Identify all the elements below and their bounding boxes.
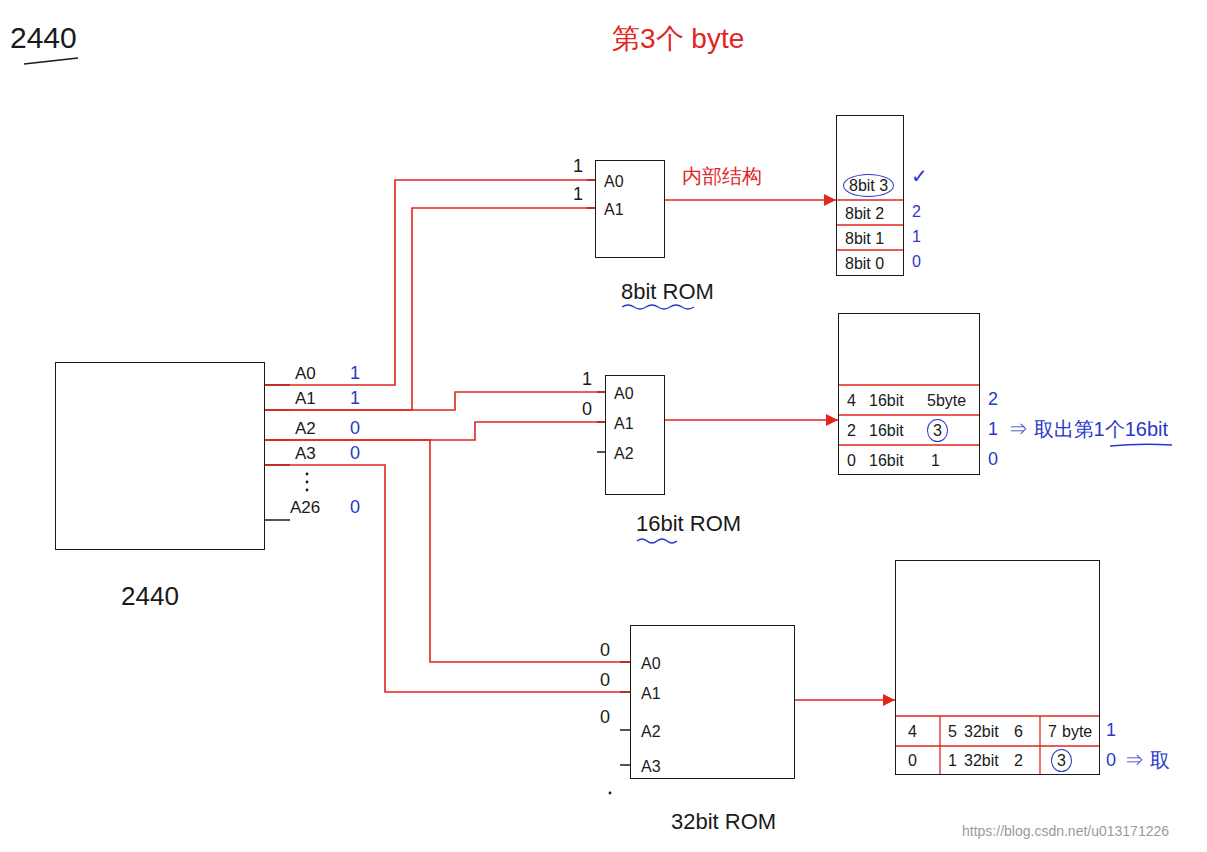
flow-arrow (665, 419, 838, 421)
memory-table: 4 5 32bit 6 7 byte 0 1 32bit 2 3 (895, 560, 1100, 775)
sketch-title: 2440 (10, 20, 77, 56)
cell-text: 8bit 0 (845, 254, 884, 273)
row-index: 2 (912, 202, 921, 221)
cell-text: 1 (931, 451, 940, 470)
pin-value: 0 (600, 670, 610, 692)
pin-name: A0 (641, 654, 661, 673)
table-rules (836, 200, 1100, 775)
row-index: 1 (1106, 720, 1116, 742)
cell-text: 32bit (964, 751, 999, 770)
pin-name: A2 (614, 444, 634, 463)
cell-text: 2 (1014, 751, 1023, 770)
cell-text: 5byte (927, 391, 966, 410)
cell-text: 8bit 1 (845, 229, 884, 248)
pin-value: 0 (350, 443, 360, 465)
cell-text: 1 (948, 751, 957, 770)
row-index: 2 (988, 389, 998, 411)
annotation: ⇒ 取出第1个16bit (1008, 417, 1168, 441)
flow-arrow (665, 199, 836, 201)
pin-value: 0 (600, 640, 610, 662)
cell-text: 6 (1014, 722, 1023, 741)
row-index: 1 (912, 227, 921, 246)
pin-name: A26 (290, 498, 320, 518)
rom-chip: 8bit ROMA0A1 (595, 160, 665, 258)
cell-text: 16bit (869, 421, 904, 440)
row-index: 0 (1106, 750, 1116, 772)
pin-name: A0 (295, 364, 316, 384)
address-wire (265, 422, 605, 440)
pin-name: A1 (604, 200, 624, 219)
rom-chip: 16bit ROMA0A1A2 (605, 375, 665, 495)
pin-stubs (265, 180, 630, 765)
chip-name: 16bit ROM (636, 511, 741, 537)
memory-table: 4 16bit 5byte 2 16bit 3 0 16bit 1 (838, 313, 980, 475)
row-index: 0 (988, 449, 998, 471)
blue-underlines (622, 305, 1172, 543)
pin-value: 0 (582, 399, 592, 421)
edge-label: 内部结构 (682, 164, 762, 188)
pin-name: A0 (604, 172, 624, 191)
cell-text: 16bit (869, 451, 904, 470)
cell-text: 4 (908, 722, 917, 741)
pin-value: 1 (350, 388, 360, 410)
cell-text: 0 (847, 451, 856, 470)
pin-name: A3 (295, 444, 316, 464)
cell-text: 7 (1048, 722, 1057, 741)
address-wire (265, 465, 630, 692)
cpu-chip: 2440 (55, 362, 265, 550)
check-mark: ✓ (911, 164, 928, 188)
address-wire (265, 180, 595, 385)
chip-name: 2440 (121, 581, 179, 612)
rom-chip: 32bit ROMA0A1A2A3 (630, 625, 795, 779)
pin-name: A1 (614, 414, 634, 433)
row-index: 1 (988, 419, 998, 441)
pin-value: 0 (600, 707, 610, 729)
chip-name: 8bit ROM (621, 279, 714, 305)
pin-value: 0 (350, 497, 360, 519)
cell-text: 3 (927, 419, 948, 442)
pin-name: A1 (295, 389, 316, 409)
cell-text: 32bit (964, 722, 999, 741)
memory-table: 8bit 3 8bit 2 8bit 1 8bit 0 (836, 115, 904, 276)
pin-value: 0 (350, 418, 360, 440)
address-wire (265, 392, 605, 410)
cell-text: 8bit 2 (845, 204, 884, 223)
pin-ellipsis (306, 473, 612, 795)
pin-value: 1 (582, 369, 592, 391)
pin-name: A0 (614, 384, 634, 403)
pin-name: A1 (641, 684, 661, 703)
pin-value: 1 (573, 156, 583, 178)
cell-text: byte (1062, 722, 1092, 741)
watermark: https://blog.csdn.net/u013171226 (962, 823, 1169, 840)
cell-text: 3 (1051, 749, 1072, 772)
address-wire (265, 208, 595, 410)
pin-name: A2 (295, 419, 316, 439)
pin-value: 1 (573, 184, 583, 206)
cell-text: 5 (948, 722, 957, 741)
annotation: ⇒ 取 (1124, 748, 1170, 772)
cell-text: 8bit 3 (843, 174, 894, 197)
row-index: 0 (912, 252, 921, 271)
cell-text: 0 (908, 751, 917, 770)
annotation: 第3个 byte (612, 22, 744, 56)
pin-value: 1 (350, 363, 360, 385)
cell-text: 4 (847, 391, 856, 410)
pin-name: A3 (641, 757, 661, 776)
title-underline (24, 58, 78, 64)
cell-text: 2 (847, 421, 856, 440)
chip-name: 32bit ROM (671, 809, 776, 835)
flow-arrow (795, 699, 895, 701)
address-wire (265, 440, 630, 662)
pin-name: A2 (641, 722, 661, 741)
cell-text: 16bit (869, 391, 904, 410)
